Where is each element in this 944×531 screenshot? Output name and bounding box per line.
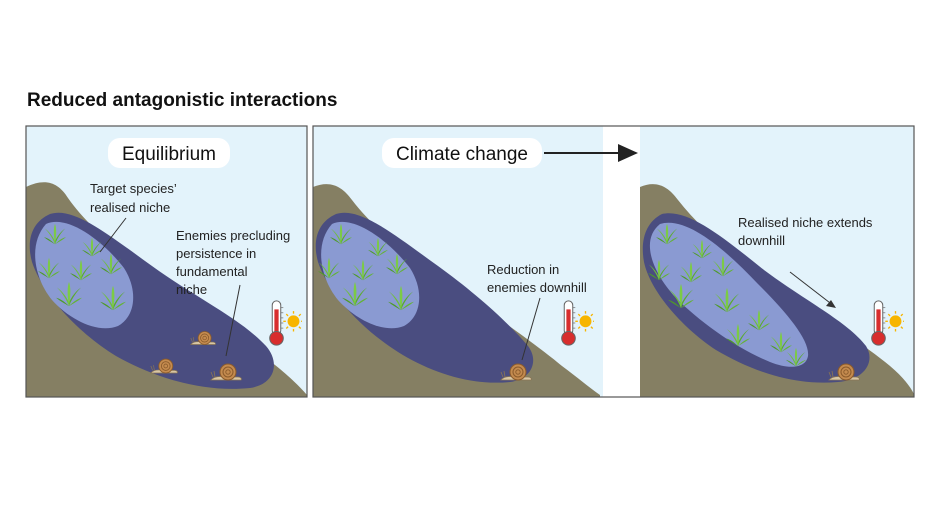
panel-heading: Climate change — [396, 144, 528, 165]
label-reduction: enemies downhill — [487, 280, 587, 295]
label-niche: Target species’ — [90, 181, 177, 196]
label-enemies: persistence in — [176, 246, 256, 261]
arrow-head-icon — [826, 300, 836, 308]
panel-climate-change: Climate change Reduction in enemies down… — [313, 126, 603, 397]
leader-line — [521, 297, 541, 361]
label-enemies: niche — [176, 282, 207, 297]
label-extends: downhill — [738, 233, 785, 248]
panel-frame — [25, 125, 308, 398]
heading-pill — [108, 138, 230, 168]
panel-equilibrium: Equilibrium Target species’ realised nic… — [25, 125, 308, 398]
label-enemies: fundamental — [176, 264, 248, 279]
heading-pill — [382, 138, 542, 168]
label-niche: realised niche — [90, 200, 170, 215]
label-extends: Realised niche extends — [738, 215, 873, 230]
panel-frame — [312, 125, 915, 398]
panel-result: Realised niche extends downhill — [640, 126, 914, 397]
leader-line — [225, 284, 241, 357]
realised-niche — [35, 221, 134, 329]
leader-arrow — [789, 271, 835, 307]
label-reduction: Reduction in — [487, 262, 559, 277]
leader-line — [99, 217, 127, 253]
arrow-head-icon — [618, 144, 638, 162]
realised-niche — [649, 222, 809, 367]
panel-heading: Equilibrium — [122, 144, 216, 165]
diagram-title: Reduced antagonistic interactions — [27, 90, 338, 111]
label-enemies: Enemies precluding — [176, 228, 290, 243]
